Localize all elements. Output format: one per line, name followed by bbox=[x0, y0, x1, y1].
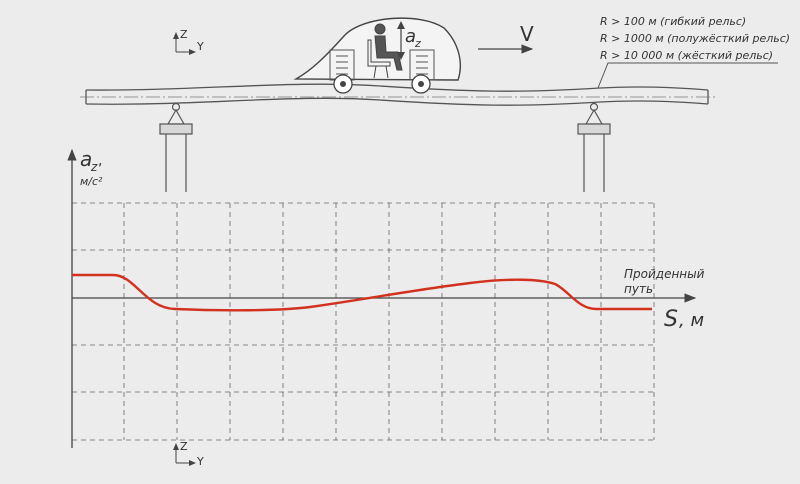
velocity-label: V bbox=[520, 22, 534, 46]
x-axis-label-line1: Пройденный bbox=[624, 267, 705, 281]
x-axis-label-line2: путь bbox=[624, 282, 653, 296]
passenger-icon bbox=[367, 23, 403, 79]
acceleration-curve bbox=[72, 273, 652, 312]
vehicle: a z bbox=[293, 17, 462, 94]
radius-note-2: R > 1000 м (полужёсткий рельс) bbox=[600, 32, 790, 45]
top-axis-z: Z bbox=[180, 28, 188, 41]
graph-grid bbox=[72, 202, 655, 441]
y-axis-unit: м/с² bbox=[80, 175, 103, 188]
top-axis-y: Y bbox=[196, 40, 204, 53]
x-axis-unit: , м bbox=[679, 310, 704, 331]
y-axis-comma: , bbox=[98, 153, 102, 169]
y-axis-label: a bbox=[80, 147, 92, 171]
top-coordinate-axes bbox=[173, 32, 196, 55]
rail-beam bbox=[85, 83, 709, 106]
bottom-coordinate-axes bbox=[173, 443, 196, 466]
radius-leader bbox=[597, 62, 778, 89]
left-support bbox=[159, 102, 193, 192]
car-accel-label: a bbox=[405, 26, 416, 47]
x-axis-symbol: S bbox=[664, 307, 678, 332]
car-accel-subscript: z bbox=[414, 37, 421, 50]
bottom-axis-y: Y bbox=[196, 455, 204, 468]
bottom-axis-z: Z bbox=[180, 440, 188, 453]
y-axis-subscript: z bbox=[90, 160, 98, 174]
radius-note-1: R > 100 м (гибкий рельс) bbox=[600, 15, 746, 28]
radius-note-3: R > 10 000 м (жёсткий рельс) bbox=[600, 49, 773, 62]
right-support bbox=[577, 102, 611, 192]
